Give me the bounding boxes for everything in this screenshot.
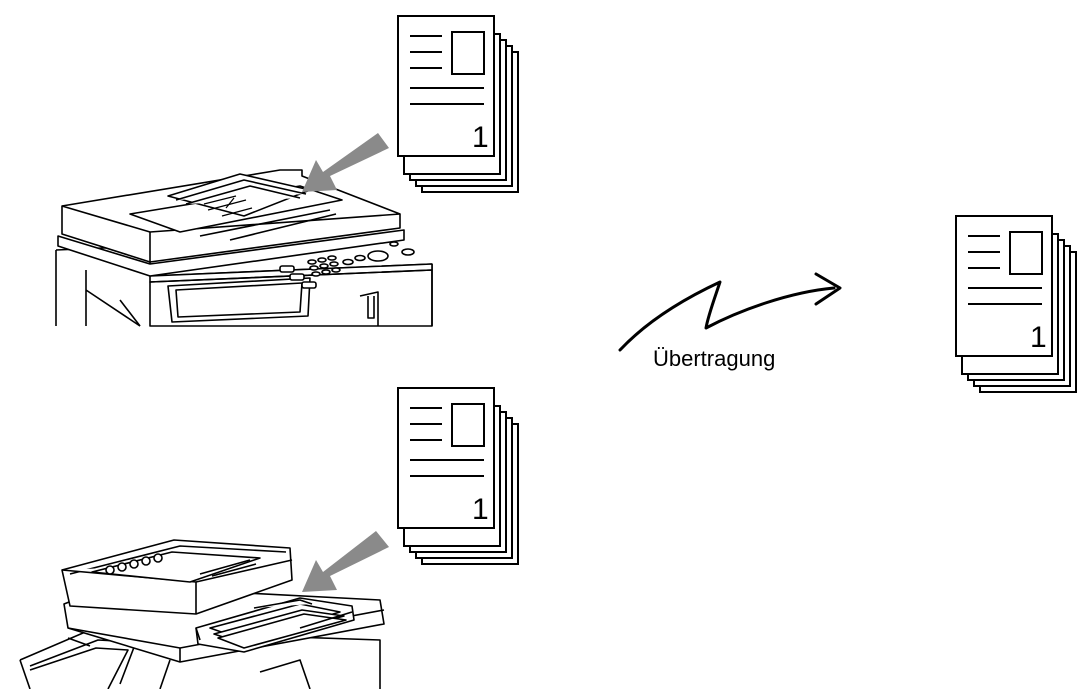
- received-pages: 1: [956, 216, 1076, 392]
- bottom-printer-illustration: [20, 540, 384, 689]
- page-number-label: 1: [472, 493, 489, 526]
- page-number-label: 1: [1030, 321, 1047, 354]
- page-number-label: 1: [472, 121, 489, 154]
- top-printer-illustration: [56, 170, 432, 326]
- original-pages-top: 1: [398, 16, 518, 192]
- lightning-arrow-icon: [620, 274, 840, 350]
- transfer-label: Übertragung: [653, 346, 775, 371]
- feed-arrow-top-icon: [302, 133, 389, 192]
- feed-arrow-bottom-icon: [302, 531, 389, 592]
- original-pages-bottom: 1: [398, 388, 518, 564]
